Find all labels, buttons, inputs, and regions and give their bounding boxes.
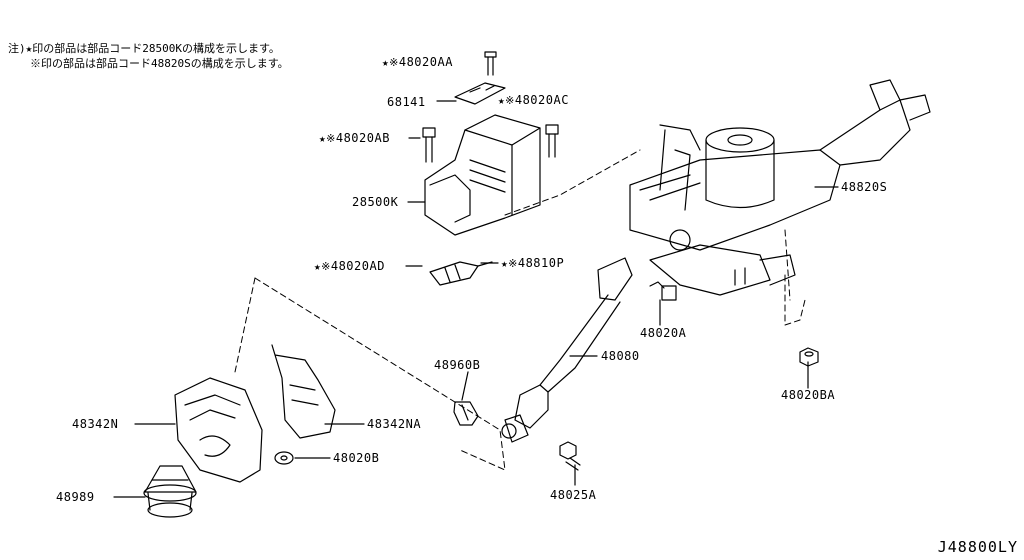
bolt-48020A bbox=[649, 281, 677, 301]
bracket-68141 bbox=[454, 82, 506, 105]
bolt-48020AC bbox=[545, 124, 559, 158]
label-48020B-code: 48020B bbox=[333, 451, 380, 465]
bolt-48025A bbox=[559, 441, 581, 471]
label-48020AA-marks: ★※ bbox=[382, 56, 399, 69]
label-48020AD-code: 48020AD bbox=[330, 259, 385, 273]
label-48020AB-marks: ★※ bbox=[319, 132, 336, 145]
bolt-48020AB bbox=[422, 127, 436, 163]
control-unit-28500K bbox=[424, 114, 541, 236]
leader-lines bbox=[113, 100, 839, 498]
label-48020AC-code: 48020AC bbox=[514, 93, 569, 107]
intermediate-shaft-48080 bbox=[501, 257, 633, 443]
label-48342NA: 48342NA bbox=[367, 417, 421, 431]
label-48080-code: 48080 bbox=[601, 349, 640, 363]
connector-48810P bbox=[429, 261, 493, 286]
label-48080: 48080 bbox=[601, 349, 640, 363]
note-line-1: 注)★印の部品は部品コード28500Kの構成を示します。 bbox=[8, 42, 280, 55]
label-48342N-code: 48342N bbox=[72, 417, 119, 431]
label-48820S: 48820S bbox=[841, 180, 887, 194]
label-48020AB: ★※48020AB bbox=[319, 131, 390, 146]
label-48342NA-code: 48342NA bbox=[367, 417, 422, 431]
label-48960B-code: 48960B bbox=[434, 358, 481, 372]
nut-48020BA bbox=[799, 347, 819, 367]
bolt-48020AA bbox=[484, 51, 497, 76]
cover-48342N bbox=[174, 377, 263, 483]
label-48810P-marks: ★※ bbox=[501, 257, 518, 270]
label-48020B: 48020B bbox=[333, 451, 379, 465]
label-48020AA: ★※48020AA bbox=[382, 55, 453, 70]
label-48020AC-marks: ★※ bbox=[498, 94, 515, 107]
dashed-lines bbox=[234, 149, 806, 471]
label-48342N: 48342N bbox=[72, 417, 118, 431]
label-68141-code: 68141 bbox=[387, 95, 426, 109]
steering-column-48820S bbox=[629, 79, 931, 296]
boot-48989 bbox=[143, 465, 197, 518]
label-48025A-code: 48025A bbox=[550, 488, 597, 502]
label-48020AD-marks: ★※ bbox=[314, 260, 331, 273]
label-48020AB-code: 48020AB bbox=[335, 131, 390, 145]
label-48020AA-code: 48020AA bbox=[398, 55, 453, 69]
label-48020A: 48020A bbox=[640, 326, 686, 340]
label-48960B: 48960B bbox=[434, 358, 480, 372]
note-line-2: ※印の部品は部品コード48820Sの構成を示します。 bbox=[30, 57, 289, 70]
label-48020AD: ★※48020AD bbox=[314, 259, 385, 274]
nut-48020B bbox=[274, 451, 294, 465]
label-48820S-code: 48820S bbox=[841, 180, 888, 194]
label-48810P: ★※48810P bbox=[501, 256, 564, 271]
label-48020BA: 48020BA bbox=[781, 388, 835, 402]
label-28500K-code: 28500K bbox=[352, 195, 399, 209]
label-48989-code: 48989 bbox=[56, 490, 95, 504]
diagram-code: J48800LY bbox=[937, 538, 1018, 556]
label-48810P-code: 48810P bbox=[517, 256, 565, 270]
label-28500K: 28500K bbox=[352, 195, 398, 209]
cover-48342NA bbox=[271, 344, 336, 439]
label-48025A: 48025A bbox=[550, 488, 596, 502]
label-48020AC: ★※48020AC bbox=[498, 93, 569, 108]
label-48020BA-code: 48020BA bbox=[781, 388, 836, 402]
label-68141: 68141 bbox=[387, 95, 426, 109]
seal-48960B bbox=[453, 401, 479, 426]
label-48020A-code: 48020A bbox=[640, 326, 687, 340]
label-48989: 48989 bbox=[56, 490, 95, 504]
